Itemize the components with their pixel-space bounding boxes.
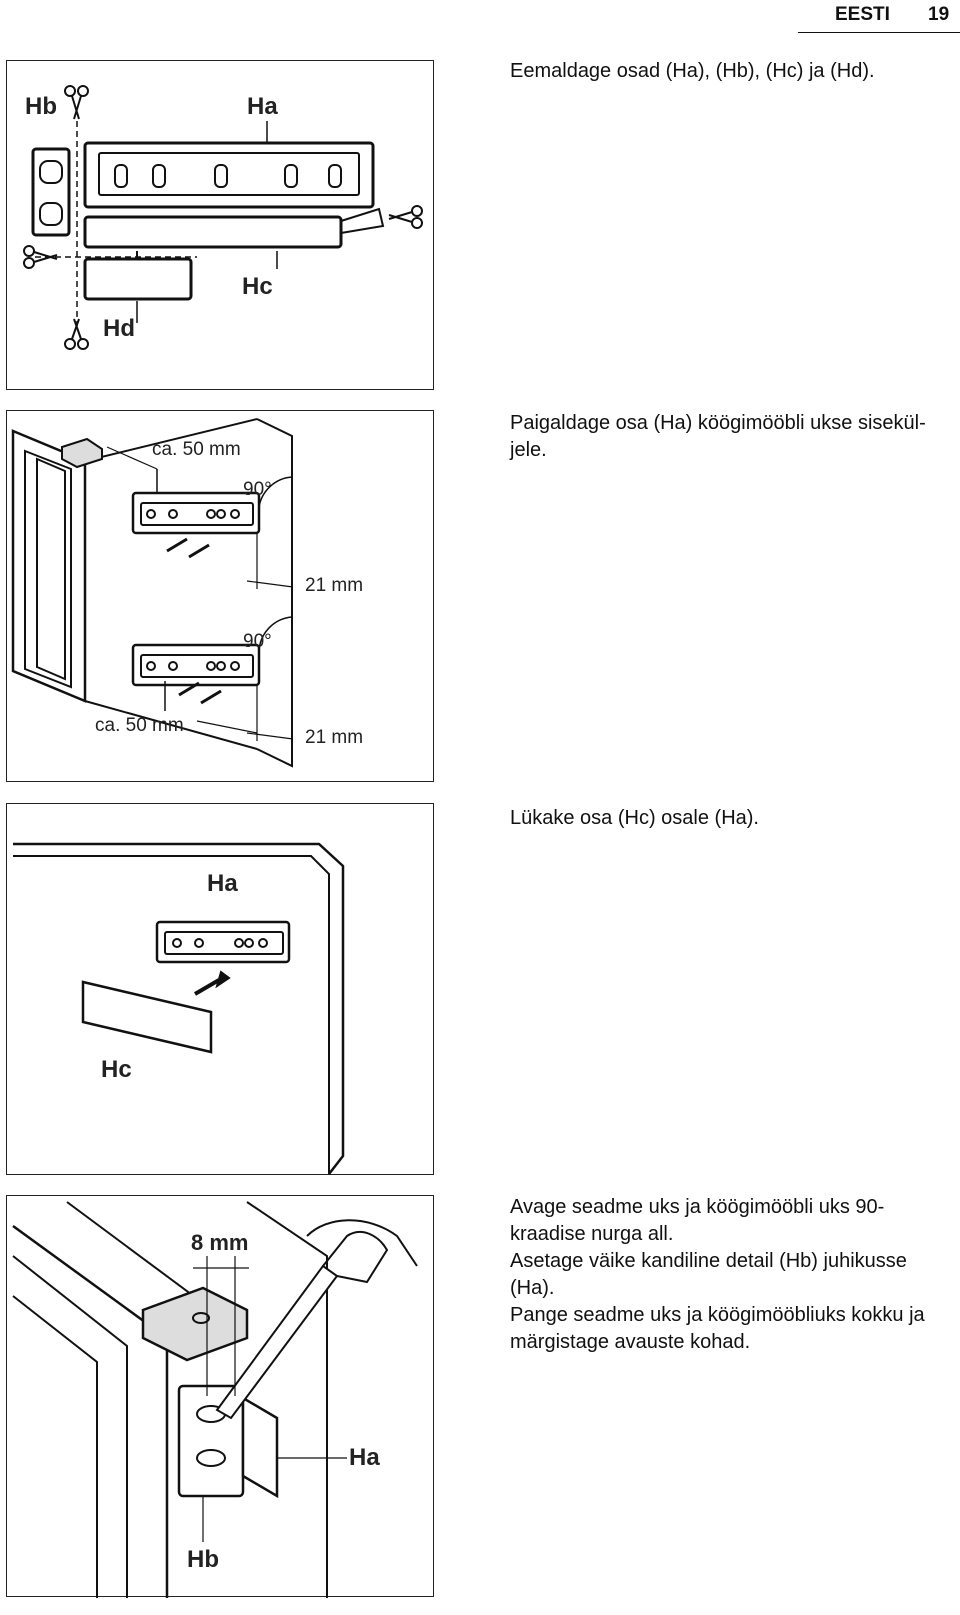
label-hb: Hb bbox=[25, 93, 57, 120]
header-language: EESTI bbox=[835, 4, 890, 25]
step-4-line-2: kraadise nurga all. bbox=[510, 1223, 674, 1245]
label-ha: Ha bbox=[207, 870, 238, 897]
figure-slide-cover-drawing bbox=[13, 842, 345, 1175]
figure-mark-holes: 8 mm Ha Hb bbox=[6, 1195, 434, 1598]
dim-bottom-offset: 21 mm bbox=[305, 727, 364, 748]
angle-bottom: 90° bbox=[243, 631, 272, 652]
dim-gap: 8 mm bbox=[191, 1230, 249, 1255]
figure-slide-cover: Ha Hc bbox=[6, 803, 434, 1175]
dim-top-offset: 21 mm bbox=[305, 575, 364, 596]
figure-mount-guide: ca. 50 mm 90° 21 mm 90° ca. 50 mm 21 mm bbox=[6, 410, 434, 782]
step-2-line-1: Paigaldage osa (Ha) köögimööbli ukse sis… bbox=[510, 412, 926, 434]
page-number: 19 bbox=[928, 4, 950, 25]
angle-top: 90° bbox=[243, 479, 272, 500]
step-text-1: Eemaldage osad (Ha), (Hb), (Hc) ja (Hd). bbox=[510, 58, 950, 85]
step-3-line-1: Lükake osa (Hc) osale (Ha). bbox=[510, 807, 759, 829]
step-1-line-1: Eemaldage osad (Ha), (Hb), (Hc) ja (Hd). bbox=[510, 60, 875, 82]
step-text-4: Avage seadme uks ja köögimööbli uks 90- … bbox=[510, 1194, 950, 1356]
step-text-3: Lükake osa (Hc) osale (Ha). bbox=[510, 805, 950, 832]
label-ha: Ha bbox=[247, 93, 278, 120]
figure-mark-holes-drawing bbox=[12, 1201, 418, 1598]
step-4-line-5: Pange seadme uks ja köögimööbliuks kokku… bbox=[510, 1304, 925, 1326]
figure-remove-parts: Hb Ha Hc Hd bbox=[6, 60, 434, 390]
header-rule bbox=[798, 32, 960, 33]
step-4-line-1: Avage seadme uks ja köögimööbli uks 90- bbox=[510, 1196, 885, 1218]
dim-bottom-distance: ca. 50 mm bbox=[95, 715, 184, 736]
step-4-line-4: (Ha). bbox=[510, 1277, 555, 1299]
label-hc: Hc bbox=[101, 1056, 132, 1083]
label-hb: Hb bbox=[187, 1546, 219, 1573]
label-hc: Hc bbox=[242, 273, 273, 300]
figure-remove-parts-drawing bbox=[23, 85, 423, 350]
step-2-line-2: jele. bbox=[510, 439, 547, 461]
label-ha: Ha bbox=[349, 1444, 380, 1471]
step-4-line-6: märgistage avauste kohad. bbox=[510, 1331, 751, 1353]
dim-top-distance: ca. 50 mm bbox=[152, 439, 241, 460]
step-text-2: Paigaldage osa (Ha) köögimööbli ukse sis… bbox=[510, 410, 950, 464]
step-4-line-3: Asetage väike kandiline detail (Hb) juhi… bbox=[510, 1250, 907, 1272]
figure-mount-guide-drawing bbox=[11, 418, 294, 768]
label-hd: Hd bbox=[103, 315, 135, 342]
